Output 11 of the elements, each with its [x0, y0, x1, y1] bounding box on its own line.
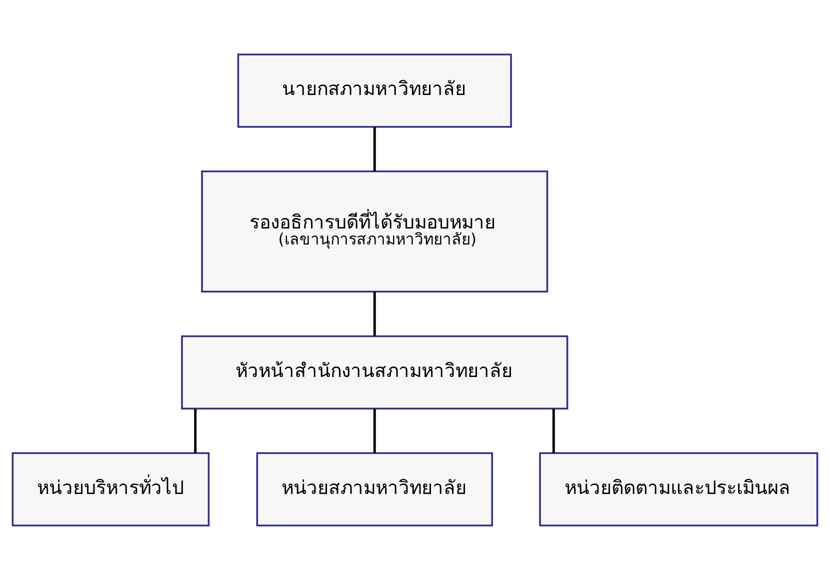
node-box: รองอธิการบดีที่ได้รับมอบหมาย (เลขานุการสภามหาวิทยาลัย) [201, 170, 548, 293]
node-box: หน่วยบริหารทั่วไป [12, 452, 210, 526]
connector [194, 408, 197, 453]
connector [373, 126, 376, 172]
node-box: หน่วยสภามหาวิทยาลัย [256, 452, 494, 526]
node-box: หัวหน้าสำนักงานสภามหาวิทยาลัย [181, 335, 568, 410]
connector [552, 408, 555, 453]
connector [373, 292, 376, 336]
node-box: หน่วยติดตามและประเมินผล [539, 452, 818, 526]
connector [373, 408, 376, 453]
node-box: นายกสภามหาวิทยาลัย [237, 54, 512, 128]
